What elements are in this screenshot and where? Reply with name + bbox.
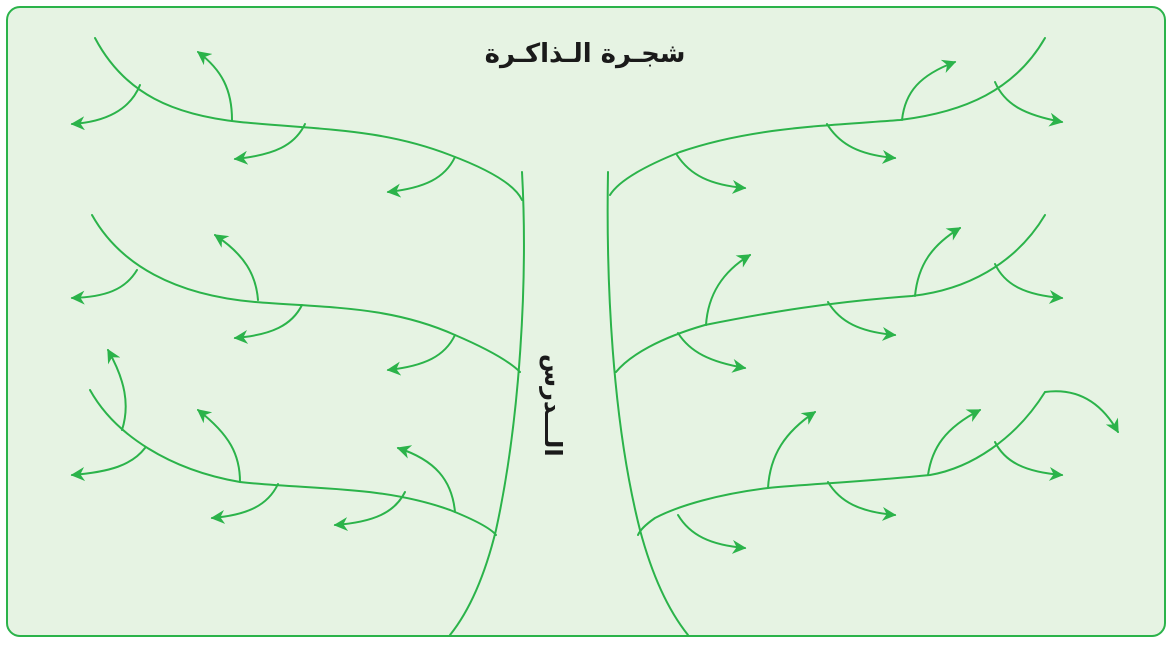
arrow: [678, 333, 745, 368]
branch-right-3: [638, 392, 1045, 535]
arrow: [995, 442, 1062, 475]
arrow: [198, 52, 232, 120]
branch-left-3: [90, 390, 496, 535]
trunk-label: الـــدرس: [538, 325, 568, 485]
branch-left-2: [92, 215, 520, 372]
arrow: [335, 492, 405, 525]
arrow: [72, 448, 145, 475]
arrow: [72, 270, 137, 298]
arrow: [1045, 391, 1118, 432]
arrow: [828, 302, 895, 335]
arrow: [827, 124, 895, 158]
arrow: [995, 264, 1062, 298]
trunk-right: [608, 172, 688, 635]
trunk-left: [450, 172, 524, 635]
arrow: [388, 157, 455, 192]
arrow: [828, 482, 895, 515]
arrow: [72, 85, 140, 124]
arrow: [235, 124, 305, 159]
diagram-title: شجـرة الـذاكـرة: [420, 34, 750, 74]
arrow: [215, 235, 258, 300]
arrow: [235, 305, 302, 338]
arrow: [198, 410, 240, 482]
arrow: [995, 82, 1062, 122]
arrow: [706, 255, 750, 325]
arrow: [768, 412, 815, 488]
arrow: [212, 484, 278, 518]
arrow: [388, 335, 455, 370]
arrow: [677, 155, 745, 188]
branch-right-2: [616, 215, 1045, 372]
arrow: [678, 515, 745, 548]
arrow: [928, 410, 980, 475]
arrow: [915, 228, 960, 296]
